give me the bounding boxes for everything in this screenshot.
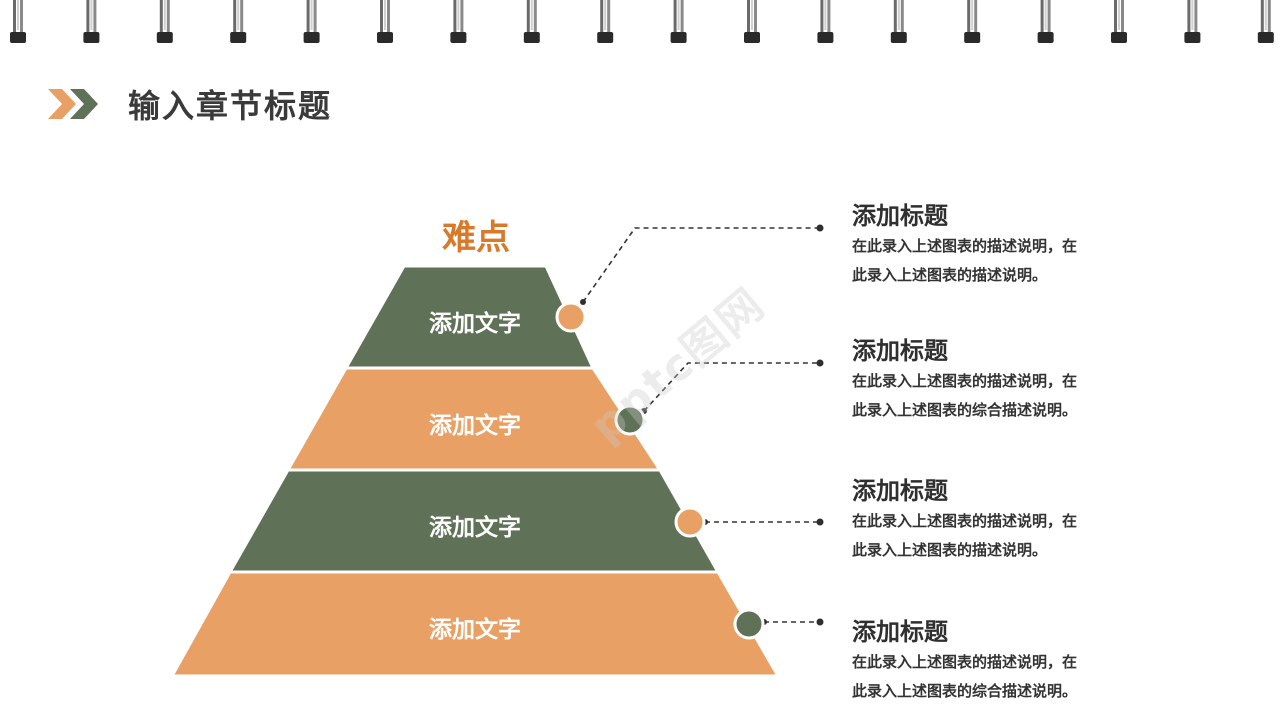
binding-ring — [377, 0, 393, 43]
item-desc-line: 此录入上述图表的综合描述说明。 — [852, 401, 1078, 419]
connector-line-2 — [643, 362, 820, 412]
item-title-3: 添加标题 — [852, 477, 948, 505]
binding-ring — [744, 0, 760, 43]
connector-dot — [816, 518, 824, 526]
binding-ring — [450, 0, 467, 43]
item-desc-1: 在此录入上述图表的描述说明，在 此录入上述图表的描述说明。 — [852, 232, 1152, 290]
item-desc-line: 在此录入上述图表的描述说明，在 — [852, 512, 1078, 530]
binding-ring — [597, 0, 614, 43]
marker-circle-3 — [674, 506, 706, 538]
item-desc-3: 在此录入上述图表的描述说明，在 此录入上述图表的描述说明。 — [852, 507, 1152, 565]
binding-ring — [10, 0, 26, 43]
pyramid-layer-4 — [169, 570, 781, 678]
marker-circle-2 — [614, 404, 646, 436]
binding-ring — [303, 0, 320, 43]
binding-rings — [10, 0, 1274, 43]
pyramid-top-label: 难点 — [442, 218, 510, 258]
item-desc-line: 在此录入上述图表的描述说明，在 — [852, 653, 1078, 671]
item-desc-2: 在此录入上述图表的描述说明，在 此录入上述图表的综合描述说明。 — [852, 367, 1152, 425]
connector-dot — [580, 299, 586, 305]
connector-dot — [816, 618, 824, 626]
binding-ring — [83, 0, 100, 43]
binding-ring — [1257, 0, 1274, 43]
connector-line-1 — [582, 227, 820, 303]
binding-ring — [1111, 0, 1127, 43]
binding-ring — [156, 0, 173, 43]
binding-ring — [1184, 0, 1201, 43]
connector-dot — [816, 224, 824, 232]
connector-dot — [816, 359, 824, 367]
page-header: 输入章节标题 — [48, 84, 333, 125]
binding-ring — [230, 0, 247, 43]
item-desc-4: 在此录入上述图表的描述说明，在 此录入上述图表的综合描述说明。 — [852, 648, 1152, 706]
binding-ring — [817, 0, 834, 43]
layer-text-1: 添加文字 — [429, 311, 521, 337]
item-desc-line: 此录入上述图表的综合描述说明。 — [852, 682, 1078, 700]
marker-circle-1 — [555, 301, 587, 333]
binding-ring — [523, 0, 540, 43]
page-title: 输入章节标题 — [128, 87, 333, 125]
item-desc-line: 此录入上述图表的描述说明。 — [852, 541, 1048, 559]
layer-text-3: 添加文字 — [429, 515, 521, 541]
marker-circle-4 — [733, 608, 765, 640]
binding-ring — [1037, 0, 1054, 43]
layer-text-2: 添加文字 — [429, 413, 521, 439]
binding-ring — [670, 0, 687, 43]
binding-ring — [890, 0, 907, 43]
chevron-arrows-icon — [48, 89, 98, 119]
layer-text-4: 添加文字 — [429, 617, 521, 643]
item-desc-line: 在此录入上述图表的描述说明，在 — [852, 372, 1078, 390]
item-desc-line: 此录入上述图表的描述说明。 — [852, 266, 1048, 284]
binding-ring — [964, 0, 981, 43]
item-title-2: 添加标题 — [852, 337, 948, 365]
item-title-1: 添加标题 — [852, 202, 948, 230]
item-title-4: 添加标题 — [852, 618, 948, 646]
item-desc-line: 在此录入上述图表的描述说明，在 — [852, 237, 1078, 255]
